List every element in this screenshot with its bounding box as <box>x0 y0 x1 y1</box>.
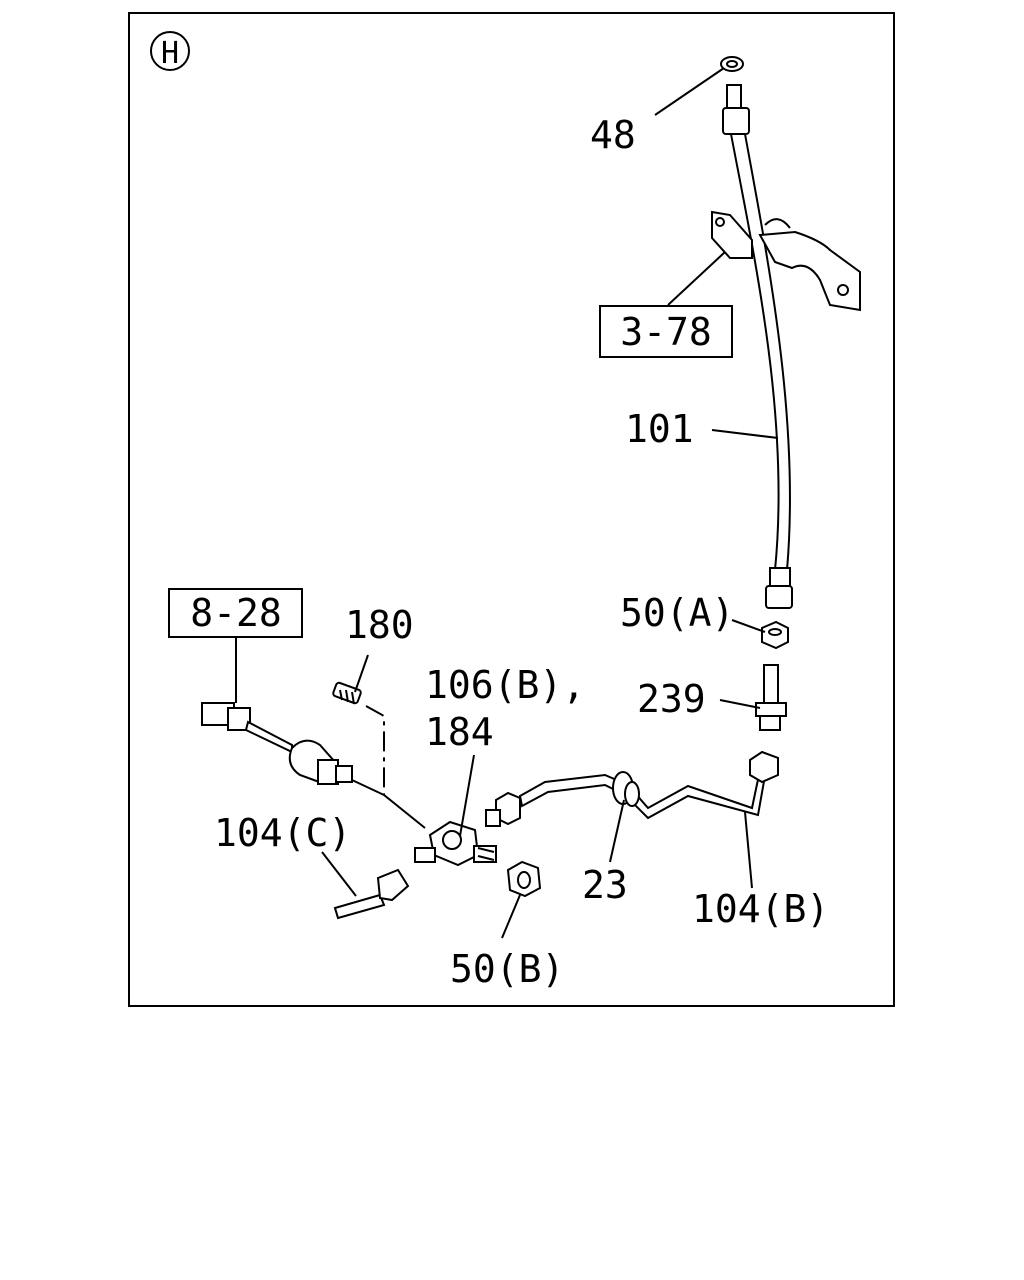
leader-106b <box>459 754 475 837</box>
leader-50a <box>731 619 766 633</box>
switch-wire <box>244 720 293 754</box>
callout-104b: 104(B) <box>692 887 829 931</box>
washer-48-hole <box>726 60 738 68</box>
mount-clip <box>764 218 791 229</box>
leader-50b <box>501 894 521 939</box>
union-port-right <box>473 845 497 863</box>
diagram-frame <box>128 12 895 1007</box>
plug-180-threads <box>339 689 355 705</box>
connector-239-tail <box>759 715 781 731</box>
callout-50a: 50(A) <box>620 591 734 635</box>
leader-23 <box>609 799 625 863</box>
callout-48: 48 <box>590 113 636 157</box>
callout-184: 184 <box>425 710 494 754</box>
connector-plug-body <box>227 707 251 731</box>
callout-106b: 106(B), <box>425 663 585 707</box>
pressure-switch-thread <box>335 765 353 783</box>
ref-label-3-78[interactable]: 3-78 <box>620 310 712 354</box>
bracket-hole <box>715 217 725 227</box>
connector-239-thread <box>763 664 779 704</box>
leader-48 <box>654 67 725 116</box>
pipe-end-nut-right <box>749 750 779 784</box>
leader-239 <box>719 699 761 709</box>
union-bolt-lines <box>477 847 495 861</box>
callout-180: 180 <box>345 603 414 647</box>
hose-top-fitting <box>726 84 742 110</box>
section-marker: H <box>150 31 190 71</box>
leader-3-78 <box>667 251 726 306</box>
mount-hole <box>837 284 849 296</box>
ref-box-8-28 <box>168 588 303 638</box>
union-center <box>442 830 462 850</box>
hose-lower-nut <box>765 585 793 609</box>
body-mount <box>758 230 861 312</box>
leader-104b <box>744 811 753 889</box>
nut-50a-hole <box>768 628 782 636</box>
hose-top-nut <box>722 107 750 135</box>
nut-50b-hole <box>517 871 531 889</box>
brake-pipe-104b <box>518 769 768 820</box>
flexible-hose-101 <box>729 133 791 571</box>
leader-switch-union <box>351 779 426 829</box>
ref-box-3-78 <box>599 305 733 358</box>
callout-101: 101 <box>625 407 694 451</box>
grommet-23-rim <box>624 781 640 807</box>
leader-104c <box>321 851 357 897</box>
section-marker-circle <box>150 31 190 71</box>
pipe-104c-nut <box>376 868 410 902</box>
union-port-left <box>414 847 436 863</box>
connector-239-hex <box>755 702 787 717</box>
section-marker-letter: H <box>161 36 179 71</box>
brake-pipe-104c <box>333 893 386 920</box>
leader-101 <box>711 429 779 439</box>
pipe-end-flare-left <box>485 809 501 827</box>
ref-label-8-28[interactable]: 8-28 <box>190 591 282 635</box>
leader-180 <box>354 654 369 693</box>
leader-180-dash <box>365 705 385 795</box>
callout-104c: 104(C) <box>214 811 351 855</box>
callout-239: 239 <box>637 677 706 721</box>
callout-50b: 50(B) <box>450 947 564 991</box>
callout-23: 23 <box>582 863 628 907</box>
